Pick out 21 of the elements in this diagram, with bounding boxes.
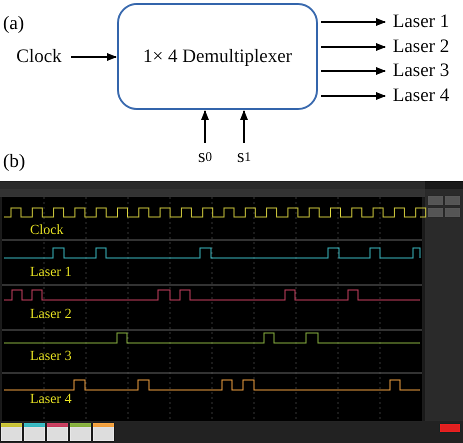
panel-label: (b) — [3, 152, 26, 171]
panel-label: (a) — [3, 14, 24, 33]
trace-label: Clock — [30, 224, 64, 238]
signal-label: Laser 3 — [386, 59, 456, 83]
signal-label: Clock — [10, 44, 68, 70]
arrow — [321, 92, 386, 100]
arrow — [240, 110, 248, 143]
arrow — [71, 53, 117, 61]
arrow — [321, 18, 386, 26]
process-box — [117, 3, 318, 110]
trace-label: Laser 1 — [30, 266, 72, 280]
box-label: 1× 4 Demultiplexer — [143, 46, 292, 68]
trace-label: Laser 2 — [30, 308, 72, 322]
signal-label: Laser 4 — [386, 84, 456, 108]
trace-label: Laser 4 — [30, 393, 72, 407]
arrow — [201, 110, 209, 143]
signal-label: Laser 1 — [386, 10, 456, 34]
signal-label: Laser 2 — [386, 35, 456, 59]
trace-label: Laser 3 — [30, 350, 72, 364]
arrow — [321, 67, 386, 75]
arrow — [321, 43, 386, 51]
